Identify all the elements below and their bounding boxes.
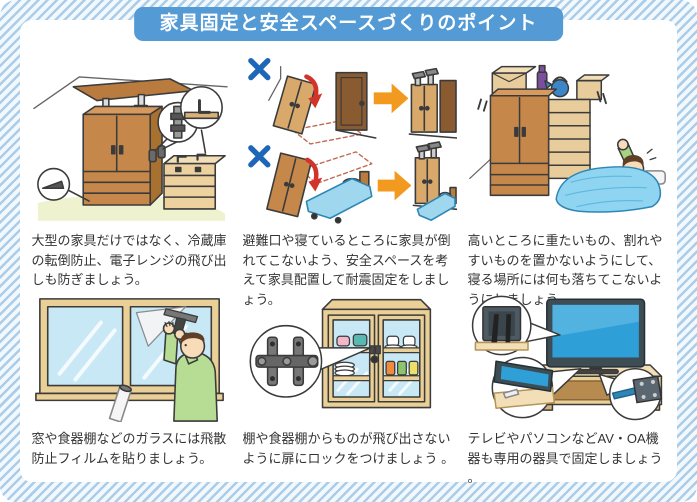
illustration-safe-space-layout	[241, 52, 457, 224]
magnifier-bracket-plate	[598, 367, 662, 421]
caption-furniture-bracing: 大型の家具だけではなく、冷蔵庫の転倒防止、電子レンジの飛び出しも防ぎましょう。	[31, 233, 227, 287]
magnifier-stopper	[36, 167, 90, 202]
magnifier-tv-pin	[491, 356, 581, 419]
caption-safe-space-layout: 避難口や寝ているところに家具が倒れてこないよう、安全スペースを考えて家具配置して…	[242, 233, 451, 307]
illustration-cabinet-lock	[241, 292, 457, 422]
flow-arrow-icon	[373, 83, 408, 114]
panel-no-heavy-items-high: 高いところに重たいもの、割れやすいものを置かないようにして、寝る場所には何も落ち…	[466, 52, 668, 307]
illustration-no-heavy-items-high	[466, 52, 668, 224]
poster-body: 大型の家具だけではなく、冷蔵庫の転倒防止、電子レンジの飛び出しも防ぎましょう。	[20, 20, 677, 485]
magnifier-lock	[249, 324, 371, 398]
magnifier-bracket	[179, 85, 223, 154]
panel-cabinet-lock: 棚や食器棚からものが飛び出さないように扉にロックをつけましょう 。	[241, 292, 457, 490]
panel-safe-space-layout: 避難口や寝ているところに家具が倒れてこないよう、安全スペースを考えて家具配置して…	[241, 52, 457, 307]
panel-furniture-bracing: 大型の家具だけではなく、冷蔵庫の転倒防止、電子レンジの飛び出しも防ぎましょう。	[30, 52, 232, 292]
illustration-window-film	[30, 292, 232, 422]
caption-window-film: 窓や食器棚などのガラスには飛散防止フィルムを貼りましょう。	[31, 431, 227, 466]
x-mark-icon	[247, 57, 270, 81]
panel-grid: 大型の家具だけではなく、冷蔵庫の転倒防止、電子レンジの飛び出しも防ぎましょう。	[26, 52, 671, 485]
door-latch	[368, 345, 381, 364]
panel-window-film: 窓や食器棚などのガラスには飛散防止フィルムを貼りましょう。	[30, 292, 232, 490]
illustration-av-equipment-fixing	[466, 292, 668, 422]
fall-arrow-icon	[304, 157, 322, 192]
illustration-furniture-bracing	[30, 52, 232, 224]
caption-cabinet-lock: 棚や食器棚からものが飛び出さないように扉にロックをつけましょう 。	[242, 431, 455, 466]
page-title: 家具固定と安全スペースづくりのポイント	[133, 7, 564, 41]
panel-av-equipment-fixing: テレビやパソコンなどAV・OA機器も専用の器具で固定しましょう 。	[466, 292, 668, 490]
fall-arrow-icon	[303, 74, 322, 109]
flow-arrow-icon	[377, 170, 411, 201]
x-mark-icon	[247, 145, 270, 168]
caption-av-equipment-fixing: テレビやパソコンなどAV・OA機器も専用の器具で固定しましょう 。	[467, 431, 663, 485]
magnifier-tv-straps	[471, 295, 561, 356]
